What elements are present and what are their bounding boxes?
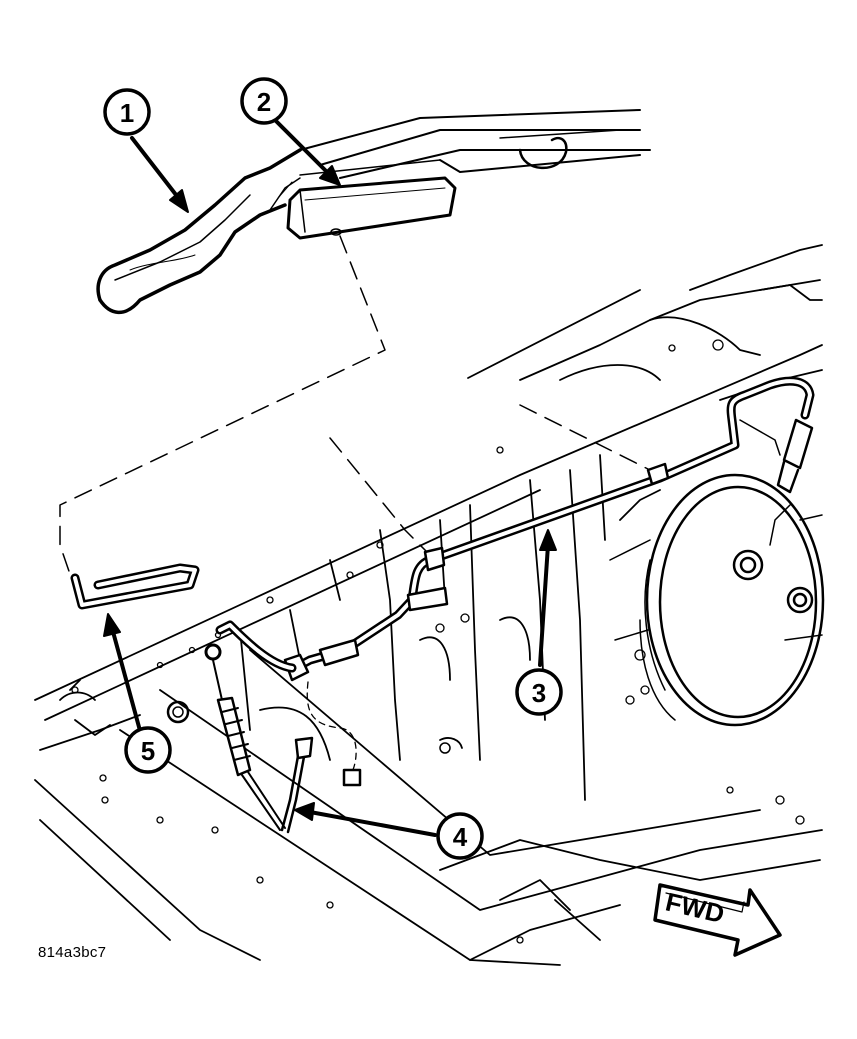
brake-booster <box>609 419 825 727</box>
fwd-direction-arrow: FWD <box>653 883 782 957</box>
figure-code: 814a3bc7 <box>38 944 107 961</box>
callout-arrows <box>103 118 557 837</box>
vacuum-line-5 <box>70 563 200 610</box>
dashed-connection-line <box>59 235 651 581</box>
callout-3-label: 3 <box>532 678 546 708</box>
callout-2-label: 2 <box>257 87 271 117</box>
callout-5: 5 <box>124 726 172 774</box>
callout-3: 3 <box>515 668 563 716</box>
vacuum-line-branch <box>215 620 297 673</box>
spring-hose-assembly-4 <box>204 643 362 834</box>
callout-4: 4 <box>436 812 484 860</box>
upper-bracket-assembly <box>96 109 651 315</box>
callout-1: 1 <box>103 88 151 136</box>
callout-5-label: 5 <box>141 736 155 766</box>
mounting-holes <box>71 339 805 944</box>
callout-1-label: 1 <box>120 98 134 128</box>
callout-2: 2 <box>240 77 288 125</box>
callout-4-label: 4 <box>453 822 468 852</box>
vacuum-line-3 <box>283 376 815 682</box>
